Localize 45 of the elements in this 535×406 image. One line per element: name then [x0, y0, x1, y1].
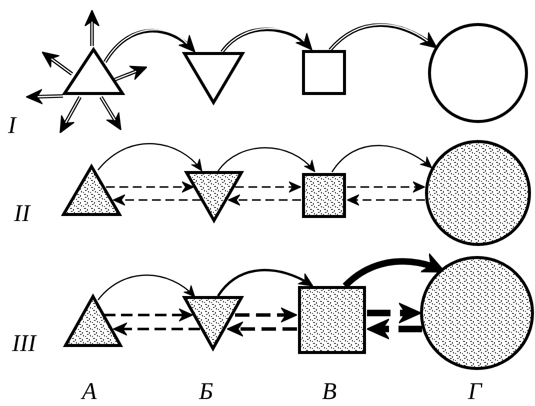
square-outline — [302, 50, 346, 95]
column-letter: В — [322, 380, 337, 404]
triangle-stippled — [64, 295, 122, 347]
circle-stippled — [425, 140, 531, 246]
square-stippled — [298, 286, 366, 354]
double-line-arrow — [99, 96, 122, 130]
double-line-arrow — [328, 23, 438, 52]
dashed-arrow — [106, 181, 194, 193]
arrow — [98, 274, 196, 300]
double-line-arrow — [220, 28, 313, 54]
arrow — [98, 143, 202, 172]
double-line-arrow — [42, 52, 74, 76]
inverted-triangle-stippled — [185, 171, 243, 222]
dashed-arrow — [346, 194, 425, 206]
dashed-arrow — [226, 321, 297, 337]
dashed-arrow — [235, 181, 302, 193]
circle-stippled — [420, 256, 534, 370]
row-numeral: II — [14, 202, 30, 226]
dashed-arrow — [366, 318, 422, 340]
dashed-arrow — [112, 322, 200, 336]
double-line-arrow — [104, 29, 196, 64]
triangle-outline — [63, 48, 124, 95]
arrow — [217, 269, 314, 297]
circle-outline — [428, 23, 528, 123]
dashed-arrow — [235, 307, 298, 323]
row-numeral: I — [8, 114, 16, 138]
column-letter: А — [82, 380, 97, 404]
arrow — [332, 144, 432, 172]
square-stippled — [302, 173, 346, 218]
inverted-triangle-outline — [183, 52, 244, 104]
double-line-arrow — [84, 10, 100, 46]
double-line-arrow — [60, 96, 82, 134]
arrow — [218, 147, 316, 172]
dashed-arrow — [347, 181, 426, 193]
double-line-arrow — [113, 66, 148, 82]
inverted-triangle-stippled — [183, 296, 243, 350]
row-numeral: III — [12, 332, 36, 356]
dashed-arrow — [228, 194, 301, 206]
double-line-arrow — [26, 88, 64, 104]
dashed-arrow — [112, 194, 201, 206]
dashed-arrow — [367, 302, 422, 324]
column-letter: Г — [468, 380, 482, 404]
column-letter: Б — [199, 380, 214, 404]
dashed-arrow — [104, 308, 194, 322]
triangle-stippled — [62, 165, 121, 216]
